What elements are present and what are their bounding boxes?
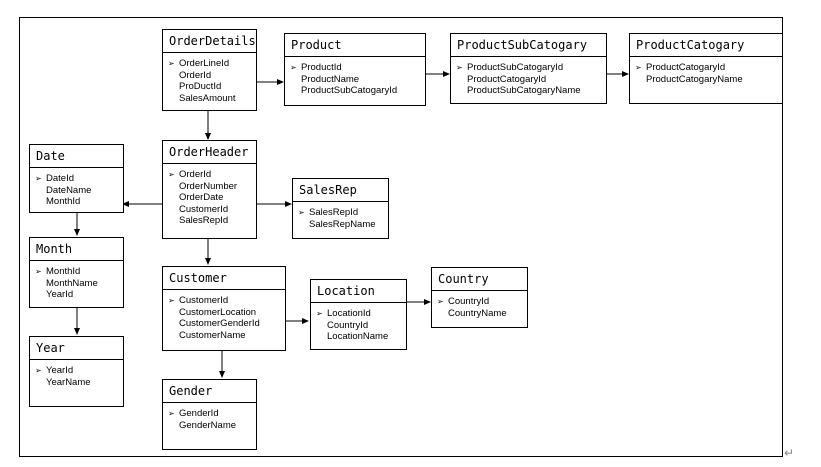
field-item: DateName	[46, 184, 92, 196]
field-item: CustomerName	[179, 329, 246, 341]
field-item: ➢MonthId	[35, 266, 81, 277]
entity-title: ProductSubCatogary	[451, 34, 606, 57]
bullet-arrow-icon: ➢	[456, 63, 463, 72]
field-item: CustomerId	[179, 203, 229, 215]
diagram-frame	[19, 17, 783, 457]
entity-title: Location	[311, 280, 406, 303]
entity-title: Date	[30, 145, 123, 168]
entity-productcatogary[interactable]: ProductCatogary ➢ProductCatogaryId Produ…	[629, 33, 783, 104]
field-list: ➢ProductSubCatogaryId ProductCatogaryId …	[451, 57, 606, 97]
bullet-arrow-icon: ➢	[168, 170, 175, 179]
field-list: ➢CountryId CountryName	[432, 291, 527, 319]
field-list: ➢OrderLineId OrderId ProDuctId SalesAmou…	[163, 53, 256, 104]
bullet-arrow-icon: ➢	[35, 366, 42, 375]
field-list: ➢GenderId GenderName	[163, 403, 256, 431]
entity-month[interactable]: Month ➢MonthId MonthName YearId	[29, 237, 124, 308]
field-item: SalesAmount	[179, 92, 236, 104]
entity-orderdetails[interactable]: OrderDetails ➢OrderLineId OrderId ProDuc…	[162, 29, 257, 111]
entity-title: OrderHeader	[163, 141, 256, 164]
entity-title: Gender	[163, 380, 256, 403]
field-item: MonthName	[46, 277, 98, 289]
field-item: ➢ProductId	[290, 62, 342, 73]
field-item: ➢YearId	[35, 365, 74, 376]
entity-title: Year	[30, 337, 123, 360]
field-list: ➢DateId DateName MonthId	[30, 168, 123, 208]
field-list: ➢LocationId CountryId LocationName	[311, 303, 406, 343]
field-item: CustomerGenderId	[179, 318, 260, 329]
bullet-arrow-icon: ➢	[316, 309, 323, 318]
field-list: ➢ProductCatogaryId ProductCatogaryName	[630, 57, 782, 85]
field-item: OrderNumber	[179, 180, 238, 192]
field-item: CustomerLocation	[179, 306, 257, 318]
field-item: ProDuctId	[179, 81, 222, 92]
field-list: ➢SalesRepId SalesRepName	[293, 202, 388, 230]
field-list: ➢OrderId OrderNumber OrderDate CustomerI…	[163, 164, 256, 227]
field-item: ➢LocationId	[316, 308, 371, 319]
bullet-arrow-icon: ➢	[437, 297, 444, 306]
field-item: ProductSubCatogaryName	[467, 85, 581, 96]
entity-salesrep[interactable]: SalesRep ➢SalesRepId SalesRepName	[292, 178, 389, 239]
field-item: ➢OrderId	[168, 169, 212, 180]
field-item: ➢GenderId	[168, 408, 219, 419]
field-item: ➢ProductCatogaryId	[635, 62, 726, 73]
field-item: YearId	[46, 289, 74, 300]
field-item: MonthId	[46, 196, 81, 207]
field-item: LocationName	[327, 331, 389, 342]
entity-product[interactable]: Product ➢ProductId ProductName ProductSu…	[284, 33, 426, 106]
field-list: ➢MonthId MonthName YearId	[30, 261, 123, 301]
bullet-arrow-icon: ➢	[35, 267, 42, 276]
field-item: YearName	[46, 376, 91, 388]
bullet-arrow-icon: ➢	[168, 409, 175, 418]
entity-title: Customer	[163, 267, 285, 290]
bullet-arrow-icon: ➢	[168, 59, 175, 68]
bullet-arrow-icon: ➢	[290, 63, 297, 72]
field-item: OrderDate	[179, 192, 224, 203]
field-item: ➢CountryId	[437, 296, 490, 307]
entity-location[interactable]: Location ➢LocationId CountryId LocationN…	[310, 279, 407, 350]
bullet-arrow-icon: ➢	[35, 174, 42, 183]
field-list: ➢YearId YearName	[30, 360, 123, 388]
field-item: ➢CustomerId	[168, 295, 229, 306]
field-list: ➢CustomerId CustomerLocation CustomerGen…	[163, 290, 285, 341]
field-item: OrderId	[179, 69, 212, 81]
entity-title: ProductCatogary	[630, 34, 782, 57]
entity-orderheader[interactable]: OrderHeader ➢OrderId OrderNumber OrderDa…	[162, 140, 257, 239]
field-item: ProductCatogaryId	[467, 73, 547, 85]
field-item: SalesRepId	[179, 215, 229, 226]
entity-country[interactable]: Country ➢CountryId CountryName	[431, 267, 528, 328]
field-item: CountryName	[448, 307, 507, 319]
field-item: ProductName	[301, 73, 360, 85]
field-item: ➢OrderLineId	[168, 58, 230, 69]
entity-title: Country	[432, 268, 527, 291]
entity-title: Product	[285, 34, 425, 57]
entity-date[interactable]: Date ➢DateId DateName MonthId	[29, 144, 124, 213]
entity-productsubcatogary[interactable]: ProductSubCatogary ➢ProductSubCatogaryId…	[450, 33, 607, 104]
entity-year[interactable]: Year ➢YearId YearName	[29, 336, 124, 407]
paragraph-return-icon: ↵	[784, 446, 795, 460]
field-list: ➢ProductId ProductName ProductSubCatogar…	[285, 57, 425, 97]
entity-gender[interactable]: Gender ➢GenderId GenderName	[162, 379, 257, 450]
field-item: ➢DateId	[35, 173, 74, 184]
field-item: ProductCatogaryName	[646, 73, 743, 85]
entity-customer[interactable]: Customer ➢CustomerId CustomerLocation Cu…	[162, 266, 286, 351]
field-item: ➢SalesRepId	[298, 207, 359, 218]
entity-title: Month	[30, 238, 123, 261]
bullet-arrow-icon: ➢	[168, 296, 175, 305]
field-item: GenderName	[179, 419, 237, 431]
field-item: ➢ProductSubCatogaryId	[456, 62, 564, 73]
field-item: SalesRepName	[309, 218, 376, 230]
entity-title: OrderDetails	[163, 30, 256, 53]
entity-title: SalesRep	[293, 179, 388, 202]
bullet-arrow-icon: ➢	[635, 63, 642, 72]
field-item: ProductSubCatogaryId	[301, 85, 398, 96]
field-item: CountryId	[327, 319, 369, 331]
bullet-arrow-icon: ➢	[298, 208, 305, 217]
